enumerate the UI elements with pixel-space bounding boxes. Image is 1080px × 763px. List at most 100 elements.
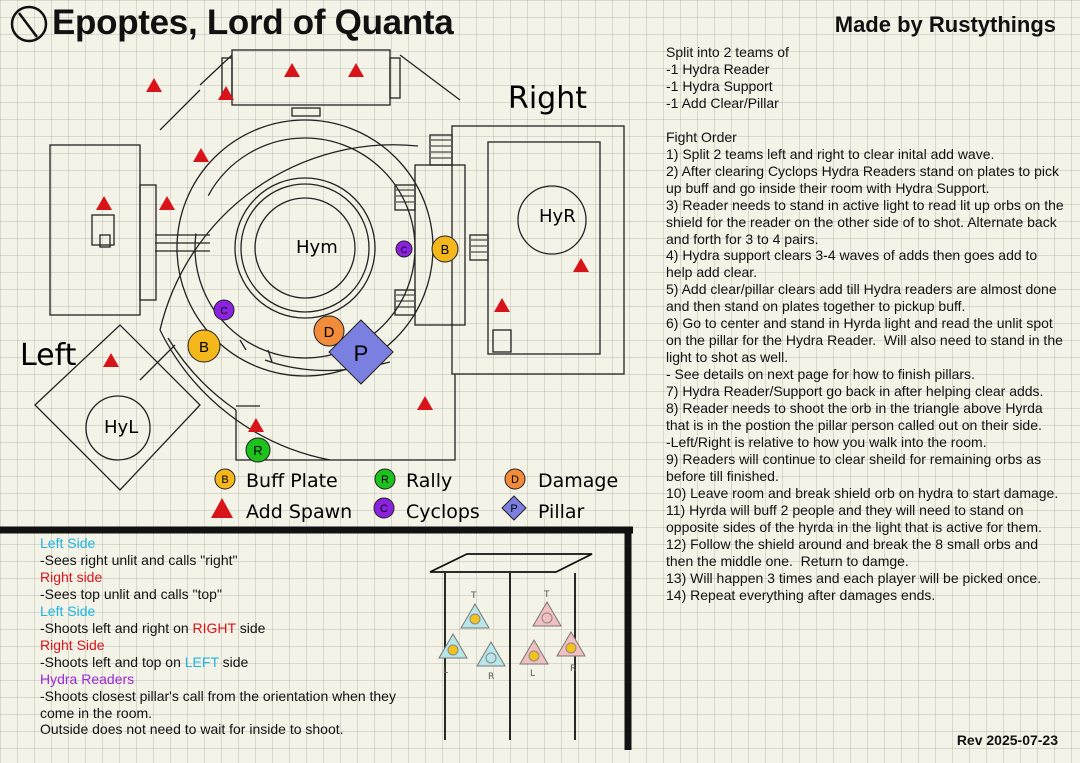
add-spawn-icon: [193, 148, 209, 162]
left-room: [49, 144, 141, 316]
note-line: [666, 112, 1066, 129]
top-room: [231, 49, 391, 106]
rally-marker: R: [245, 437, 271, 463]
svg-text:B: B: [199, 339, 209, 356]
side-line: Outside does not need to wait for inside…: [40, 721, 344, 738]
logo-icon: [10, 5, 48, 43]
side-line: Right Side: [40, 636, 105, 653]
side-line: -Sees top unlit and calls "top": [40, 585, 222, 602]
note-line: -1 Add Clear/Pillar: [666, 94, 779, 111]
side-line: Left Side: [40, 602, 96, 619]
note-line: 10) Leave room and break shield orb on h…: [666, 484, 1059, 501]
left-side-label: Left: [20, 338, 77, 373]
add-spawn-icon: [218, 86, 234, 100]
svg-text:B: B: [221, 474, 228, 486]
svg-text:D: D: [511, 474, 519, 486]
note-line: 3) Reader needs to stand in active light…: [666, 196, 1068, 247]
svg-text:R: R: [381, 474, 389, 486]
svg-text:R: R: [570, 664, 576, 674]
add-spawn-icon: [96, 196, 112, 210]
add-spawn-icon: [348, 63, 364, 77]
pillar-diagram: T T L R L R: [429, 553, 593, 740]
svg-text:T: T: [470, 591, 477, 601]
add-spawn-icon: [146, 78, 162, 92]
side-line: Right side: [40, 568, 103, 585]
legend-damage: Damage: [538, 470, 618, 492]
side-line: -Shoots left and top on LEFT side: [40, 653, 249, 670]
svg-text:P: P: [354, 341, 369, 366]
side-line: Left Side: [40, 535, 96, 551]
add-spawn-icon: [494, 298, 510, 312]
svg-text:P: P: [510, 503, 517, 515]
left-hydra-platform: [85, 395, 151, 461]
fight-notes: Split into 2 teams of-1 Hydra Reader-1 H…: [666, 44, 1066, 604]
side-line: -Shoots left and right on RIGHT side: [40, 619, 266, 636]
svg-text:C: C: [380, 503, 388, 515]
hydra-left-label: HyL: [104, 417, 138, 438]
note-line: -1 Hydra Reader: [666, 60, 770, 77]
svg-text:R: R: [488, 672, 494, 682]
note-line: 12) Follow the shield around and break t…: [666, 535, 1042, 569]
note-line: 6) Go to center and stand in Hyrda light…: [666, 315, 1067, 366]
note-line: 8) Reader needs to shoot the orb in the …: [666, 400, 1047, 434]
svg-text:L: L: [530, 669, 535, 679]
note-line: 14) Repeat everything after damages ends…: [666, 586, 936, 603]
section-divider: [0, 526, 633, 750]
note-line: -1 Hydra Support: [666, 77, 773, 94]
add-spawn-icon: [159, 196, 175, 210]
page-title: Epoptes, Lord of Quanta: [52, 3, 454, 42]
cyclops-marker: C: [213, 299, 235, 321]
legend-pillar: Pillar: [538, 501, 585, 523]
revision-text: Rev 2025-07-23: [956, 732, 1058, 748]
right-room: [451, 125, 625, 375]
note-line: 4) Hydra support clears 3-4 waves of add…: [666, 247, 1042, 281]
note-line: 1) Split 2 teams left and right to clear…: [666, 145, 995, 162]
legend-rally: Rally: [406, 470, 452, 492]
left-hydra-room: [34, 324, 201, 491]
add-spawn-icon: [103, 353, 119, 367]
svg-text:D: D: [324, 324, 335, 341]
svg-text:C: C: [401, 245, 408, 255]
buff-plate-marker: B: [187, 329, 221, 363]
hydra-middle-label: Hym: [296, 237, 338, 258]
note-line: 5) Add clear/pillar clears add till Hydr…: [666, 281, 1061, 315]
cyclops-marker: C: [395, 240, 413, 258]
note-line: Fight Order: [666, 128, 737, 145]
legend-cyclops: Cyclops: [406, 501, 480, 523]
side-line: Hydra Readers: [40, 670, 135, 687]
hydra-right-label: HyR: [539, 206, 576, 227]
side-line: -Sees right unlit and calls "right": [40, 551, 238, 568]
note-line: 13) Will happen 3 times and each player …: [666, 569, 1042, 586]
svg-text:L: L: [443, 666, 448, 676]
add-spawn-icon: [211, 498, 233, 518]
inner-ring: [234, 177, 376, 319]
note-line: 11) Hyrda will buff 2 people and they wi…: [666, 501, 1042, 535]
legend-add-spawn: Add Spawn: [246, 501, 352, 523]
add-spawn-icon: [573, 258, 589, 272]
outer-ring-arc: [159, 144, 419, 331]
note-line: 2) After clearing Cyclops Hydra Readers …: [666, 162, 1063, 196]
side-callouts: Left Side-Sees right unlit and calls "ri…: [40, 535, 400, 738]
damage-marker: D: [313, 315, 345, 347]
add-spawn-icon: [284, 63, 300, 77]
right-side-label: Right: [508, 81, 587, 116]
credit-text: Made by Rustythings: [834, 12, 1056, 37]
svg-text:R: R: [253, 443, 262, 458]
note-line: - See details on next page for how to fi…: [666, 366, 975, 383]
side-line: -Shoots closest pillar's call from the o…: [40, 687, 400, 721]
pillar-marker: P: [328, 319, 394, 385]
svg-text:B: B: [441, 242, 450, 257]
note-line: 9) Readers will continue to clear sheild…: [666, 450, 1045, 484]
right-hydra-platform: [517, 185, 587, 255]
svg-text:T: T: [543, 590, 550, 600]
add-spawn-markers: [96, 63, 589, 432]
note-line: 7) Hydra Reader/Support go back in after…: [666, 383, 1044, 400]
note-line: -Left/Right is relative to how you walk …: [666, 433, 987, 450]
add-spawn-icon: [248, 418, 264, 432]
add-spawn-icon: [417, 396, 433, 410]
svg-text:C: C: [220, 306, 227, 317]
legend-buff-plate: Buff Plate: [246, 470, 338, 492]
legend: B Buff Plate R Rally D Damage Add Spawn …: [211, 468, 618, 523]
